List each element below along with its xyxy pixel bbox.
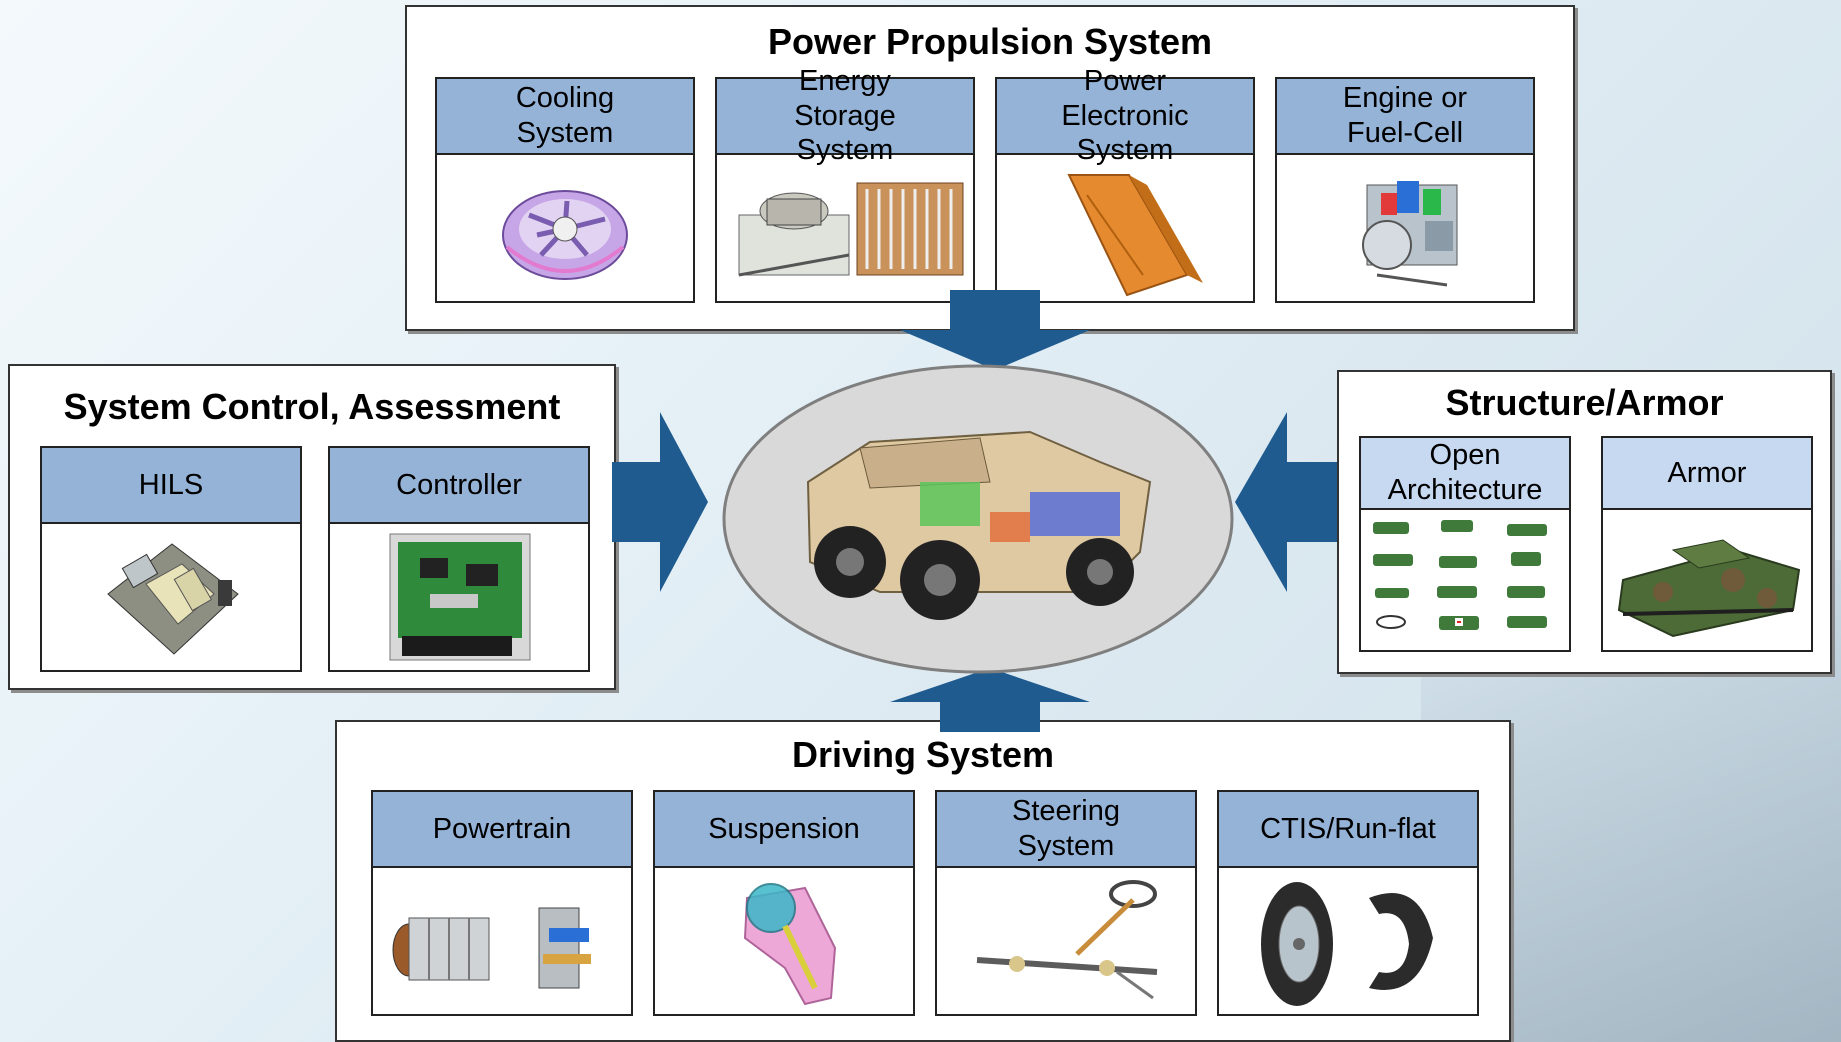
arrow-left-from-structure xyxy=(1235,412,1337,592)
cooling-fan-icon xyxy=(437,155,693,301)
power-electronics-icon xyxy=(997,155,1253,301)
card-label: Suspension xyxy=(655,792,913,868)
tire-icon xyxy=(1219,868,1477,1014)
energy-storage-icon xyxy=(717,155,973,301)
card-power-electronic: Power Electronic System xyxy=(995,65,1255,303)
card-label: HILS xyxy=(42,448,300,524)
card-label: Power Electronic System xyxy=(997,65,1253,166)
card-ctis-runflat: CTIS/Run-flat xyxy=(1217,790,1479,1016)
card-label: Controller xyxy=(330,448,588,524)
arrow-up-from-driving xyxy=(890,668,1090,732)
card-label: Engine or Fuel-Cell xyxy=(1277,79,1533,155)
card-engine-fuel-cell: Engine or Fuel-Cell xyxy=(1275,77,1535,303)
controller-board-icon xyxy=(330,524,588,670)
card-label: Open Architecture xyxy=(1361,438,1569,510)
vehicle-icon xyxy=(722,364,1234,674)
card-suspension: Suspension xyxy=(653,790,915,1016)
structure-armor-panel: Structure/Armor Open Architecture Armor xyxy=(1337,370,1832,674)
card-armor: Armor xyxy=(1601,436,1813,652)
arrow-down-from-power xyxy=(900,290,1090,370)
system-control-title: System Control, Assessment xyxy=(63,386,561,427)
card-open-architecture: Open Architecture xyxy=(1359,436,1571,652)
driving-system-title: Driving System xyxy=(791,734,1055,775)
armored-vehicle-icon xyxy=(1603,510,1811,650)
card-energy-storage: Energy Storage System xyxy=(715,65,975,303)
driving-system-panel: Driving System Powertrain Suspension Ste… xyxy=(335,720,1511,1042)
powertrain-icon xyxy=(373,868,631,1014)
card-label: CTIS/Run-flat xyxy=(1219,792,1477,868)
arrow-right-from-control xyxy=(612,412,708,592)
steering-icon xyxy=(937,868,1195,1014)
card-label: Steering System xyxy=(937,792,1195,868)
vehicle-variants-icon xyxy=(1361,510,1569,650)
card-label: Armor xyxy=(1603,438,1811,510)
card-steering-system: Steering System xyxy=(935,790,1197,1016)
suspension-icon xyxy=(655,868,913,1014)
card-powertrain: Powertrain xyxy=(371,790,633,1016)
power-propulsion-title: Power Propulsion System xyxy=(767,21,1213,62)
hils-simulator-icon xyxy=(42,524,300,670)
card-label: Cooling System xyxy=(437,79,693,155)
power-propulsion-panel: Power Propulsion System Cooling System E… xyxy=(405,5,1575,331)
card-hils: HILS xyxy=(40,446,302,672)
card-controller: Controller xyxy=(328,446,590,672)
card-label: Powertrain xyxy=(373,792,631,868)
card-cooling-system: Cooling System xyxy=(435,77,695,303)
engine-icon xyxy=(1277,155,1533,301)
structure-armor-title: Structure/Armor xyxy=(1445,382,1724,423)
card-label: Energy Storage System xyxy=(717,65,973,166)
system-control-panel: System Control, Assessment HILS Controll… xyxy=(8,364,616,690)
